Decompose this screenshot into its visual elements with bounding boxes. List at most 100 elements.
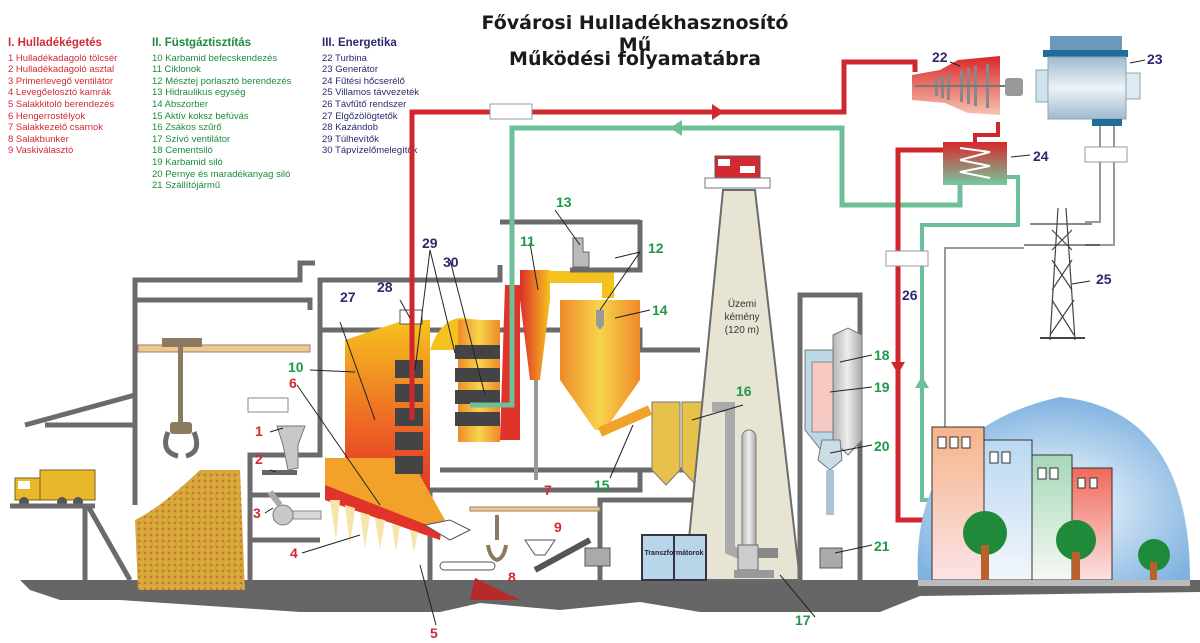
waste-bunker-building (24, 260, 315, 590)
silo-group (804, 327, 863, 569)
feed-hopper (276, 425, 306, 471)
hopper-label-box (247, 397, 289, 413)
label-26: 26 (902, 287, 918, 303)
label-4: 4 (290, 545, 298, 561)
legend-item: 15 Aktív koksz befúvás (152, 110, 249, 122)
chimney-label-line1: Üzemi (728, 298, 756, 310)
flow-arrow-left-icon (670, 120, 682, 136)
legend-item: 4 Levegőelosztó kamrák (8, 87, 111, 99)
legend-heading: II. Füstgáztisztítás (152, 37, 252, 49)
power-line-tower-icon (1024, 207, 1100, 341)
slag-crane-rail (469, 506, 601, 512)
legend-item: 1 Hulladékadagoló tölcsér (8, 52, 118, 64)
waste-pile (135, 470, 245, 590)
legend-item: 9 Vaskiválasztó (8, 145, 74, 157)
legend-item: 17 Szívó ventilátor (152, 133, 231, 145)
primary-air-fan-icon (272, 504, 294, 526)
label-18: 18 (874, 347, 890, 363)
heat-exchanger (943, 122, 1007, 185)
legend-item: 27 Elgőzölögtetők (322, 110, 398, 122)
legend-item: 24 Fűtési hőcserélő (322, 75, 405, 87)
superheaters (395, 360, 423, 474)
legend-item: 21 Szállítójármű (152, 180, 221, 192)
legend-item: 18 Cementsiló (152, 145, 213, 157)
legend-item: 14 Abszorber (152, 98, 208, 110)
slag-truck-icon (584, 547, 611, 567)
legend-item: 29 Túlhevítők (322, 133, 379, 145)
label-15: 15 (594, 477, 610, 493)
leader-lines (264, 59, 1146, 626)
legend-item: 16 Zsákos szűrő (152, 122, 222, 134)
label-1: 1 (255, 423, 263, 439)
legend-waste-incineration: I. Hulladékégetés 1 Hulladékadagoló tölc… (8, 37, 118, 157)
label-29: 29 (422, 235, 438, 251)
cyclone (520, 270, 550, 380)
legend-item: 23 Generátor (322, 64, 378, 76)
induced-draft-fan (737, 544, 759, 571)
label-8: 8 (508, 569, 516, 585)
diagram-title: Fővárosi Hulladékhasznosító Mű (481, 12, 789, 56)
label-9: 9 (554, 519, 562, 535)
label-7: 7 (544, 482, 552, 498)
slag-conveyor (439, 561, 496, 571)
diagram-subtitle: Működési folyamatábra (509, 48, 761, 70)
iron-separator (524, 539, 556, 556)
legend-item: 11 Ciklonok (152, 64, 201, 76)
steam-pipe-box (489, 103, 533, 120)
legend-item: 8 Salakbunker (8, 133, 69, 145)
residue-silo (817, 439, 843, 471)
legend-item: 13 Hidraulikus egység (152, 87, 246, 99)
slag-bunker-pile (470, 578, 520, 600)
district-heating-box (885, 250, 929, 267)
label-20: 20 (874, 438, 890, 454)
label-13: 13 (556, 194, 572, 210)
label-6: 6 (289, 375, 297, 391)
label-2: 2 (255, 451, 263, 467)
furnace (325, 309, 500, 552)
garbage-truck-icon (10, 469, 133, 582)
label-27: 27 (340, 289, 356, 305)
label-23: 23 (1147, 51, 1163, 67)
legend-item: 12 Mésztej porlasztó berendezés (152, 75, 292, 87)
urea-silo (811, 361, 835, 433)
transport-vehicle-icon (819, 547, 843, 569)
hydraulic-unit (572, 237, 590, 268)
legend-item: 10 Karbamid befecskendezés (152, 52, 278, 64)
transformer-label: Transzformátorok (644, 550, 703, 557)
legend-heading: I. Hulladékégetés (8, 37, 102, 49)
tree-icon (963, 511, 1170, 580)
legend-item: 19 Karbamid siló (152, 156, 223, 168)
turbine (912, 56, 1023, 115)
flow-arrow-right-icon (712, 104, 724, 120)
induced-draft-duct (741, 429, 757, 556)
legend-item: 28 Kazándob (322, 122, 378, 134)
crane-rail (137, 344, 311, 353)
legend-item: 20 Pernye és maradékanyag siló (152, 168, 291, 180)
label-25: 25 (1096, 271, 1112, 287)
feedwater-pipe (470, 125, 963, 408)
legend-item: 25 Villamos távvezeték (322, 87, 419, 99)
legend-item: 2 Hulladékadagoló asztal (8, 64, 115, 76)
generator (1035, 36, 1141, 126)
city-district (917, 397, 1190, 586)
slag-grab-icon (486, 515, 508, 563)
legend-item: 6 Hengerrostélyok (8, 110, 86, 122)
legend-item: 30 Tápvízelőmelegítők (322, 145, 418, 157)
flow-arrow-down-icon (891, 362, 905, 374)
chimney-label-line2: kémény (724, 312, 759, 323)
label-21: 21 (874, 538, 890, 554)
label-24: 24 (1033, 148, 1049, 164)
label-28: 28 (377, 279, 393, 295)
label-10: 10 (288, 359, 304, 375)
label-14: 14 (652, 302, 668, 318)
label-11: 11 (520, 233, 535, 249)
label-5: 5 (430, 625, 438, 641)
district-heating-return (920, 175, 1020, 502)
slag-extractor (423, 519, 472, 541)
legend-heading: III. Energetika (322, 37, 397, 49)
district-heating-supply (895, 147, 943, 523)
legend-item: 22 Turbina (322, 52, 367, 64)
chimney-label-line3: (120 m) (725, 325, 759, 336)
label-30: 30 (443, 254, 459, 270)
